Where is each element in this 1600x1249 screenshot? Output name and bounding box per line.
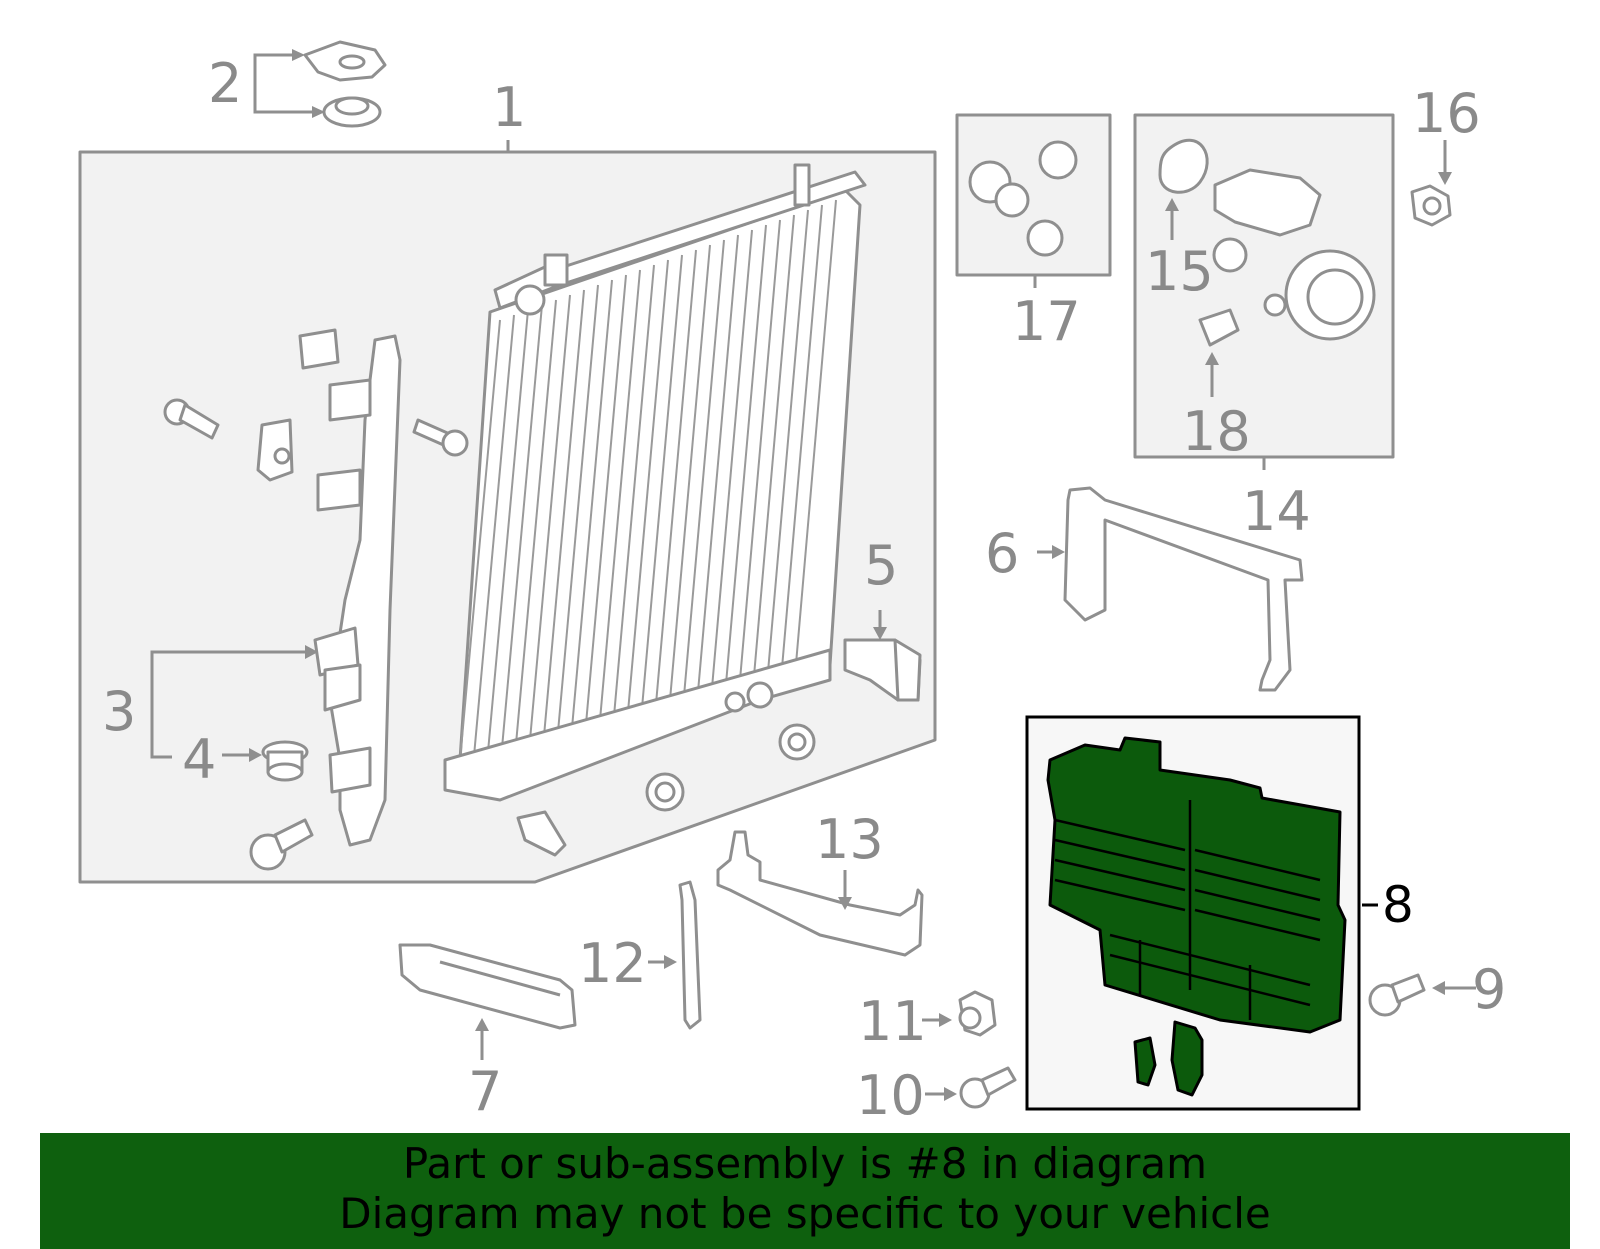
callout-2: 2 [208,52,242,115]
active-shutter-assembly [1046,736,1347,1097]
info-banner: Part or sub-assembly is #8 in diagram Di… [40,1133,1570,1249]
part-2-cap-seal [253,40,387,128]
shutter-vanes [1054,800,1321,1020]
nut-bottom-1 [645,772,685,812]
callout-10: 10 [856,1064,925,1127]
callout-16: 16 [1412,82,1481,145]
callout-9: 9 [1472,958,1506,1021]
callout-18: 18 [1182,400,1251,463]
callout-7: 7 [468,1060,502,1123]
air-baffle-6 [1063,486,1304,692]
bolt-left-top [163,398,220,440]
hose-clamp-kit-17 [955,113,1112,288]
drain-plug-5 [843,638,922,702]
lower-bracket-13 [716,830,924,957]
callout-12: 12 [578,932,647,995]
bolt-9 [1368,973,1426,1017]
callout-6: 6 [985,522,1019,585]
radiator-fins [459,199,837,761]
callout-4: 4 [182,728,216,791]
radiator-assembly-group [78,140,937,884]
thermostat-housing-14 [1133,113,1395,470]
callout-14: 14 [1242,480,1311,543]
deflector-7 [398,943,577,1030]
clip-bottom [516,810,567,857]
callout-11: 11 [858,990,927,1053]
callout-3: 3 [102,680,136,743]
bolt-bottom-left [249,818,314,871]
banner-line-2: Diagram may not be specific to your vehi… [339,1189,1271,1238]
callout-5: 5 [864,534,898,597]
nut-16 [1410,184,1452,227]
bolt-10 [959,1066,1017,1109]
callout-15: 15 [1145,240,1214,303]
callout-1: 1 [492,76,526,139]
callout-8: 8 [1382,876,1414,934]
leader-lines [150,140,1476,1101]
shutter-assembly-8-group [1025,715,1361,1111]
radiator-core [443,163,867,802]
callout-17: 17 [1012,290,1081,353]
clip-top [298,328,340,370]
callout-numbers: 1 2 3 4 5 6 7 8 9 10 11 12 13 14 15 16 1… [102,52,1506,1127]
clip-11 [958,990,997,1037]
grommet-4 [261,740,309,782]
shutter-clip-left [1133,1036,1157,1087]
callout-13: 13 [815,808,884,871]
seal-strip-12 [678,880,702,1030]
bolt-mid [412,418,469,457]
nut-bottom-2 [778,723,816,761]
shutter-clip-right [1170,1020,1204,1097]
clip-left [256,418,294,482]
side-bracket [313,334,402,847]
banner-line-1: Part or sub-assembly is #8 in diagram [402,1139,1208,1188]
